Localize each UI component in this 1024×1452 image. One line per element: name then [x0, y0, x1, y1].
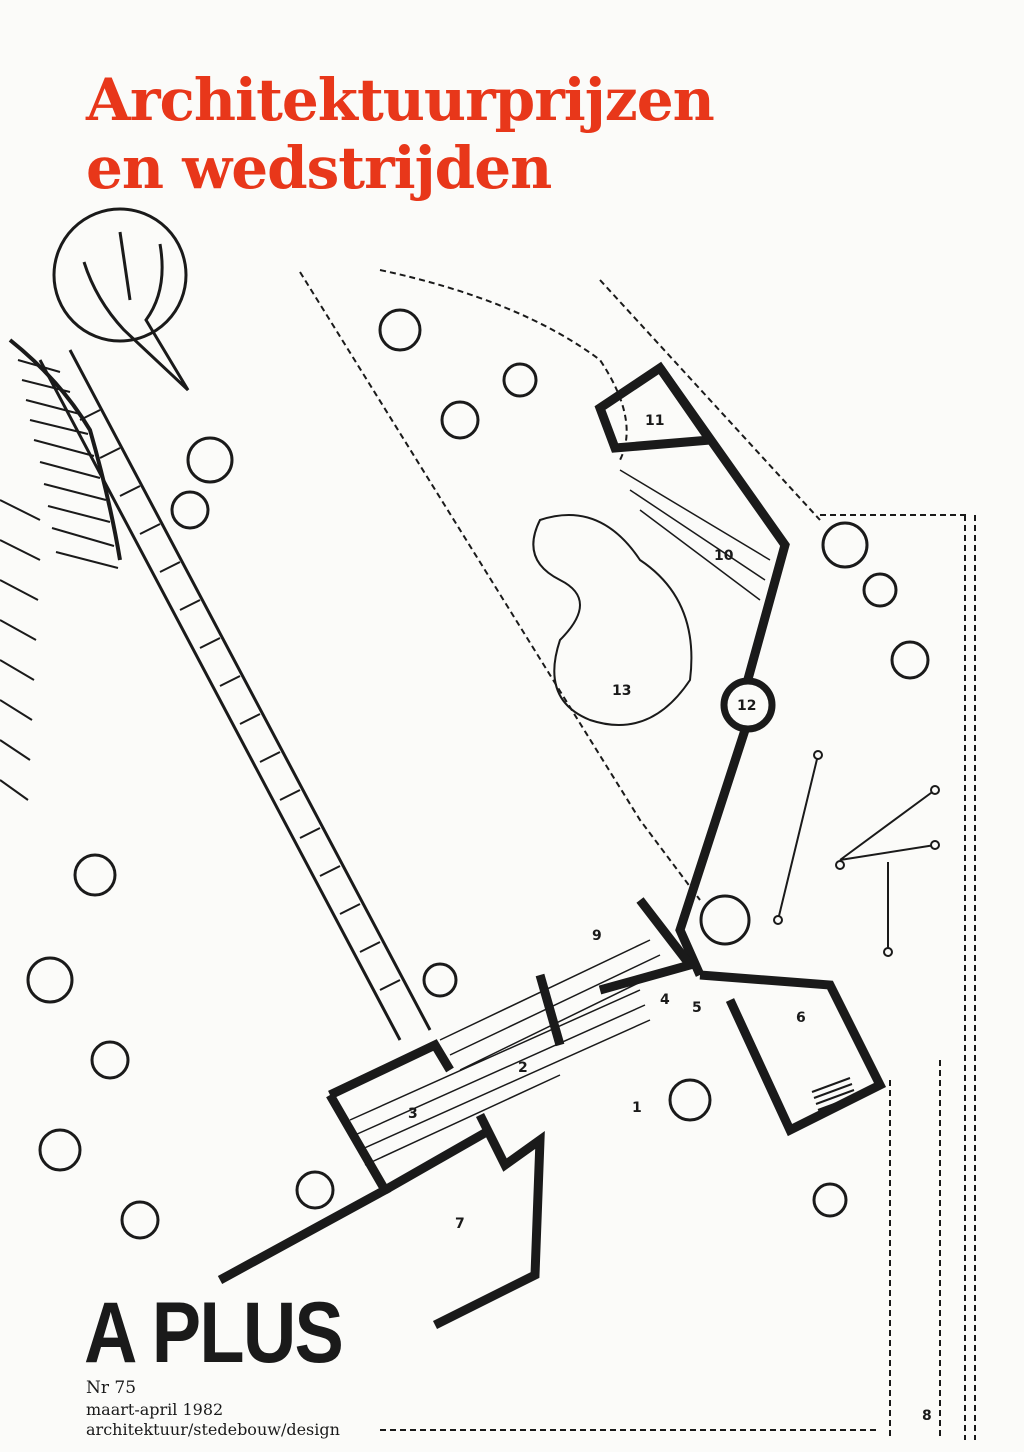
room-number-13: 13	[612, 683, 631, 699]
room-number-7: 7	[455, 1216, 465, 1232]
room-number-9: 9	[592, 928, 602, 944]
building-walls	[217, 361, 887, 1330]
embankment-hatching	[0, 338, 122, 801]
garden-outline	[299, 269, 976, 1440]
tree-clusters	[26, 308, 930, 1240]
north-arrow-icon	[52, 207, 190, 392]
paving-hatch	[349, 469, 771, 1166]
room-number-4: 4	[660, 992, 670, 1008]
plan-room-numbers: 1 2 3 4 5 6 7 8 9 10 11 12 13	[408, 413, 932, 1424]
room-number-2: 2	[518, 1060, 528, 1076]
room-number-6: 6	[796, 1010, 806, 1026]
stone-path	[38, 349, 432, 1041]
room-number-10: 10	[714, 548, 734, 564]
cover-headline: Architektuurprijzen en wedstrijden	[86, 66, 715, 202]
room-number-3: 3	[408, 1106, 418, 1122]
room-number-1: 1	[632, 1100, 642, 1116]
issue-date: maart-april 1982	[86, 1400, 224, 1419]
headline-line-2: en wedstrijden	[86, 134, 552, 202]
masthead-backdrop	[72, 1288, 380, 1448]
room-number-12: 12	[737, 698, 756, 714]
issue-number: Nr 75	[86, 1378, 137, 1398]
pond-outline	[532, 514, 693, 726]
room-number-5: 5	[692, 1000, 702, 1016]
sculpture-lines	[773, 750, 940, 957]
stair-treads	[811, 1077, 857, 1111]
issue-topics: architektuur/stedebouw/design	[86, 1420, 340, 1439]
magazine-logo: A PLUS	[84, 1285, 344, 1381]
headline-line-1: Architektuurprijzen	[86, 66, 715, 134]
room-number-11: 11	[645, 413, 664, 429]
tower-outline	[720, 677, 776, 733]
room-number-8: 8	[922, 1408, 932, 1424]
